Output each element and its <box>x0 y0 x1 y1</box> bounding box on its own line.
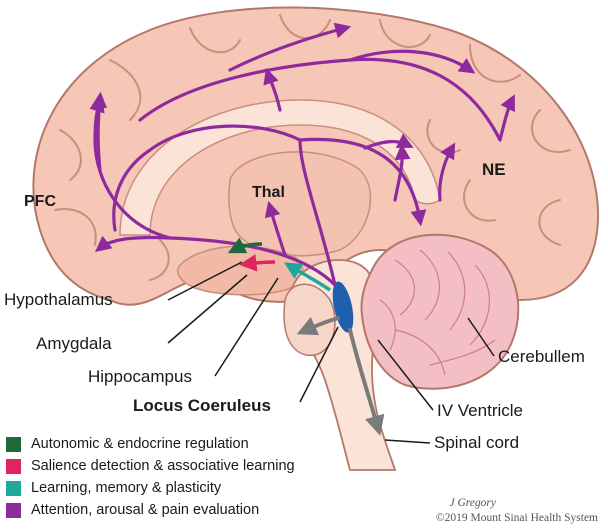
legend-label: Attention, arousal & pain evaluation <box>31 502 260 518</box>
author-credit: J Gregory <box>449 497 496 509</box>
legend-item-salience: Salience detection & associative learnin… <box>6 455 386 477</box>
copyright-notice: ©2019 Mount Sinai Health System <box>435 512 598 524</box>
legend-swatch <box>6 480 21 496</box>
label-spinal-cord: Spinal cord <box>434 433 519 452</box>
label-pfc: PFC <box>24 193 56 210</box>
label-hypothalamus: Hypothalamus <box>4 290 113 309</box>
legend-swatch <box>6 458 21 474</box>
legend-label: Salience detection & associative learnin… <box>31 458 295 474</box>
label-iv-ventricle: IV Ventricle <box>437 401 523 420</box>
autonomic-arrow <box>227 237 263 254</box>
label-ne: NE <box>482 160 506 179</box>
label-amygdala: Amygdala <box>36 334 112 353</box>
leader-lines <box>167 261 495 444</box>
legend: Autonomic & endocrine regulation Salienc… <box>6 433 386 521</box>
learning-arrow <box>283 262 331 292</box>
thalamus <box>228 151 372 257</box>
label-cerebellum: Cerebullem <box>498 347 585 366</box>
cerebellum <box>360 233 520 390</box>
legend-label: Learning, memory & plasticity <box>31 480 222 496</box>
salience-arrow <box>239 254 276 272</box>
legend-item-learning: Learning, memory & plasticity <box>6 477 386 499</box>
label-locus-coeruleus: Locus Coeruleus <box>133 396 271 415</box>
legend-label: Autonomic & endocrine regulation <box>31 436 249 452</box>
corpus-callosum <box>119 99 441 236</box>
label-thal: Thal <box>252 184 285 201</box>
label-hippocampus: Hippocampus <box>88 367 192 386</box>
descending-pathways <box>296 316 385 436</box>
legend-item-autonomic: Autonomic & endocrine regulation <box>6 433 386 455</box>
legend-swatch <box>6 502 21 518</box>
ne-projections <box>89 22 515 287</box>
legend-swatch <box>6 436 21 452</box>
legend-item-attention: Attention, arousal & pain evaluation <box>6 499 386 521</box>
